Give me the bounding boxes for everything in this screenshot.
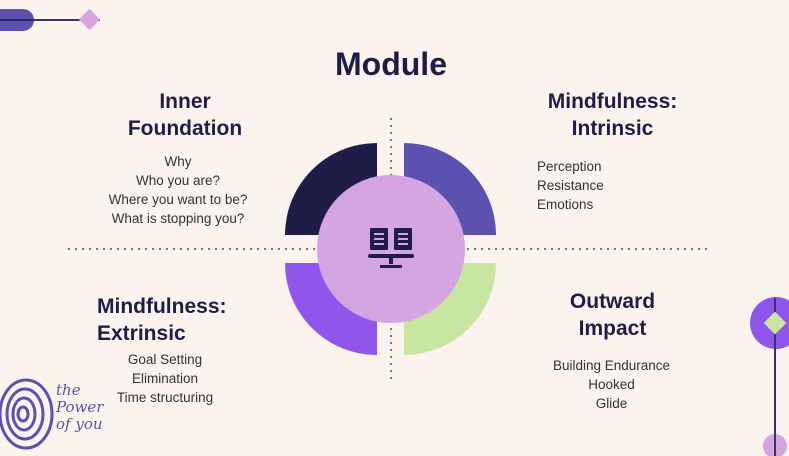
list-item: Glide xyxy=(595,396,628,411)
logo-label: the Power of you xyxy=(56,381,104,433)
heading-line: Intrinsic xyxy=(571,117,654,140)
list-item: Building Endurance xyxy=(552,358,671,373)
heading-line: Outward xyxy=(569,290,656,313)
heading-line: Mindfulness: xyxy=(97,295,227,318)
heading-line: Inner xyxy=(159,90,211,113)
mindfulness-extrinsic-list: Goal Setting Elimination Time structurin… xyxy=(85,350,245,407)
spiral-logo-icon xyxy=(0,378,54,450)
top-diamond xyxy=(78,8,101,31)
mindfulness-intrinsic-heading: Mindfulness: Intrinsic xyxy=(530,88,695,142)
mindfulness-extrinsic-heading: Mindfulness: Extrinsic xyxy=(97,293,227,347)
list-item: Goal Setting xyxy=(127,352,203,367)
list-item: Where you want to be? xyxy=(108,192,248,207)
heading-line: Foundation xyxy=(127,117,243,140)
heading-line: Mindfulness: xyxy=(547,90,678,113)
center-circle xyxy=(317,175,465,323)
right-diamond xyxy=(763,311,787,335)
list-item: Emotions xyxy=(537,197,594,212)
book-on-stand-icon xyxy=(368,228,414,268)
list-item: What is stopping you? xyxy=(111,211,245,226)
page-title: Module xyxy=(335,46,447,82)
outward-impact-heading: Outward Impact xyxy=(540,288,685,342)
list-item: Resistance xyxy=(537,178,604,193)
list-item: Why xyxy=(164,154,192,169)
list-item: Perception xyxy=(537,159,602,174)
outward-impact-list: Building Endurance Hooked Glide xyxy=(530,356,693,413)
heading-line: Impact xyxy=(578,317,647,340)
heading-line: Extrinsic xyxy=(97,322,186,345)
mindfulness-intrinsic-list: Perception Resistance Emotions xyxy=(537,157,604,214)
list-item: Time structuring xyxy=(116,390,214,405)
list-item: Who you are? xyxy=(135,173,221,188)
logo-text: the Power of you xyxy=(56,382,116,433)
inner-foundation-heading: Inner Foundation xyxy=(110,88,260,142)
list-item: Elimination xyxy=(131,371,199,386)
list-item: Hooked xyxy=(588,377,635,392)
inner-foundation-list: Why Who you are? Where you want to be? W… xyxy=(78,152,278,228)
